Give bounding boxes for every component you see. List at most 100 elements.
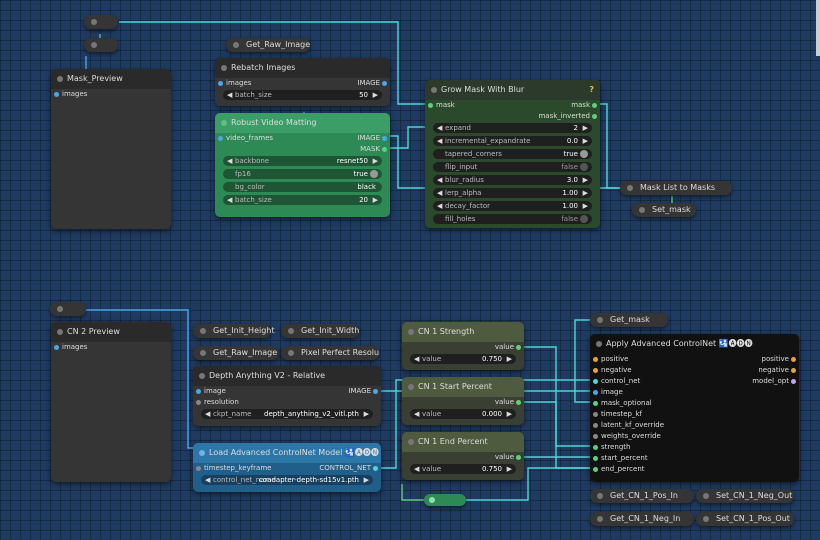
collapse-dot[interactable]	[703, 516, 709, 522]
collapse-dot[interactable]	[639, 207, 645, 213]
collapse-dot[interactable]	[597, 493, 603, 499]
get-cn1-neg-in-node[interactable]: Get_CN_1_Neg_In	[590, 512, 694, 526]
toggle-knob[interactable]	[580, 163, 588, 171]
output-pin[interactable]	[382, 147, 387, 152]
collapse-dot[interactable]	[597, 317, 603, 323]
set-cn1-pos-out-node[interactable]: Set_CN_1_Pos_Out	[696, 512, 794, 526]
collapse-dot[interactable]	[408, 384, 414, 390]
output-pin[interactable]	[373, 389, 378, 394]
mask-list-to-masks-node[interactable]: Mask List to Masks	[620, 181, 732, 195]
input-pin[interactable]	[593, 456, 598, 461]
input-pin[interactable]	[593, 401, 598, 406]
output-pin[interactable]	[382, 81, 387, 86]
get-cn1-pos-in-node[interactable]: Get_CN_1_Pos_In	[590, 489, 694, 503]
output-pin[interactable]	[791, 379, 796, 384]
toggle-knob[interactable]	[580, 150, 588, 158]
get-raw-image-node-bottom[interactable]: Get_Raw_Image	[193, 346, 279, 360]
set-mask-node[interactable]: Set_mask	[632, 203, 696, 217]
collapse-dot[interactable]	[627, 185, 633, 191]
collapse-dot[interactable]	[199, 373, 205, 379]
input-pin[interactable]	[54, 92, 59, 97]
decrement-arrow[interactable]: ◀	[227, 91, 233, 99]
collapse-dot[interactable]	[200, 328, 206, 334]
collapse-dot[interactable]	[221, 65, 227, 71]
collapse-dot[interactable]	[199, 450, 205, 456]
collapse-dot[interactable]	[221, 120, 227, 126]
reroute-node-3[interactable]	[50, 302, 86, 316]
pixel-perfect-resolution-node[interactable]: Pixel Perfect Resolu	[281, 346, 379, 360]
get-mask-node[interactable]: Get_mask	[590, 313, 668, 327]
output-pin[interactable]	[592, 114, 597, 119]
output-pin[interactable]	[516, 400, 521, 405]
collapse-dot[interactable]	[431, 87, 437, 93]
input-pin[interactable]	[196, 400, 201, 405]
input-pin[interactable]	[196, 389, 201, 394]
toggle-knob[interactable]	[580, 215, 588, 223]
input-pin[interactable]	[218, 81, 223, 86]
collapse-dot[interactable]	[288, 328, 294, 334]
collapse-dot[interactable]	[597, 516, 603, 522]
collapse-dot[interactable]	[703, 493, 709, 499]
collapse-dot[interactable]	[233, 42, 239, 48]
cn2-preview-node[interactable]: CN 2 Preview images	[51, 322, 171, 482]
output-pin[interactable]	[592, 103, 597, 108]
collapse-dot[interactable]	[57, 76, 63, 82]
output-pin[interactable]	[516, 455, 521, 460]
collapse-dot[interactable]	[408, 329, 414, 335]
collapse-dot[interactable]	[596, 341, 602, 347]
reroute-node-1[interactable]	[84, 15, 118, 29]
set-cn1-neg-out-node[interactable]: Set_CN_1_Neg_Out	[696, 489, 794, 503]
input-pin[interactable]	[428, 103, 433, 108]
toggle-knob[interactable]	[370, 170, 378, 178]
get-init-width-node[interactable]: Get_Init_Width	[281, 324, 359, 338]
collapse-dot[interactable]	[408, 439, 414, 445]
output-pin[interactable]	[516, 345, 521, 350]
input-pin[interactable]	[593, 445, 598, 450]
input-pin[interactable]	[593, 357, 598, 362]
increment-arrow[interactable]: ▶	[372, 91, 378, 99]
reroute-node-2[interactable]	[84, 38, 118, 52]
input-pin[interactable]	[593, 423, 598, 428]
collapse-dot[interactable]	[200, 350, 206, 356]
output-pin[interactable]	[791, 368, 796, 373]
help-icon[interactable]: ?	[589, 85, 594, 94]
output-pin[interactable]	[791, 357, 796, 362]
input-pin[interactable]	[54, 345, 59, 350]
input-pin[interactable]	[593, 390, 598, 395]
input-pin[interactable]	[593, 434, 598, 439]
input-pin[interactable]	[218, 136, 223, 141]
input-pin[interactable]	[593, 368, 598, 373]
vertical-scrollbar[interactable]	[816, 0, 820, 56]
reroute-node-4[interactable]	[424, 494, 466, 506]
output-pin[interactable]	[382, 136, 387, 141]
input-pin[interactable]	[593, 412, 598, 417]
input-pin[interactable]	[196, 466, 201, 471]
mask-preview-node[interactable]: Mask_Preview images	[51, 69, 171, 229]
